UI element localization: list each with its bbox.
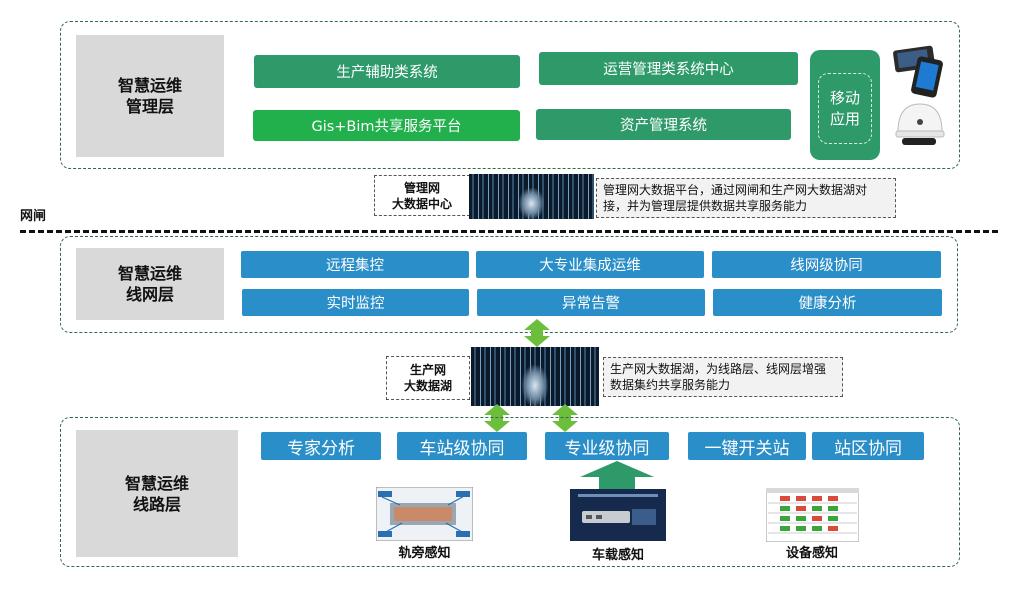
mobile-device-icon (893, 45, 943, 98)
prod-data-lake-note: 生产网大数据湖，为线路层、线网层增强数据集约共享服务能力 (603, 357, 843, 397)
production-aux-system-button[interactable]: 生产辅助类系统 (254, 55, 520, 88)
management-layer-title: 智慧运维 管理层 (76, 35, 224, 157)
mgmt-data-center-note: 管理网大数据平台，通过网闸和生产网大数据湖对接，并为管理层提供数据共享服务能力 (596, 178, 896, 218)
network-lake-double-arrow (524, 319, 550, 347)
network-coordination-button[interactable]: 线网级协同 (712, 251, 941, 278)
line-layer-panel (60, 417, 960, 567)
trackside-sensing-label: 轨旁感知 (398, 546, 451, 561)
mgmt-data-center-label: 管理网 大数据中心 (374, 175, 470, 216)
gateway-label: 网闸 (20, 209, 47, 224)
prod-data-lake-label: 生产网 大数据湖 (386, 356, 470, 400)
gateway-divider (20, 230, 998, 233)
specialty-coordination-button[interactable]: 专业级协同 (545, 432, 669, 460)
line-layer-title: 智慧运维 线路层 (76, 430, 238, 557)
onboard-up-arrow (580, 461, 654, 495)
asset-mgmt-system-button[interactable]: 资产管理系统 (536, 109, 791, 140)
integrated-maintenance-button[interactable]: 大专业集成运维 (476, 251, 704, 278)
operation-mgmt-center-button[interactable]: 运营管理类系统中心 (539, 52, 798, 85)
management-layer-panel (60, 21, 960, 169)
station-area-coordination-button[interactable]: 站区协同 (812, 432, 924, 460)
onboard-sensing-image (570, 489, 666, 541)
mgmt-data-center-image (469, 174, 594, 219)
equipment-sensing-image (766, 488, 859, 542)
gis-bim-platform-button[interactable]: Gis+Bim共享服务平台 (253, 110, 520, 141)
health-analysis-button[interactable]: 健康分析 (713, 289, 942, 316)
network-layer-title: 智慧运维 线网层 (76, 248, 224, 320)
one-key-station-button[interactable]: 一键开关站 (688, 432, 806, 460)
onboard-sensing-label: 车载感知 (591, 548, 644, 563)
trackside-sensing-image (376, 487, 473, 541)
realtime-monitor-button[interactable]: 实时监控 (242, 289, 469, 316)
abnormal-alarm-button[interactable]: 异常告警 (477, 289, 705, 316)
prod-data-lake-image (471, 347, 599, 406)
network-layer-panel (60, 236, 958, 333)
lake-line-double-arrow-right (552, 404, 578, 432)
station-coordination-button[interactable]: 车站级协同 (397, 432, 527, 460)
mobile-app-inner: 移动 应用 (818, 73, 872, 144)
lake-line-double-arrow-left (484, 404, 510, 432)
remote-control-button[interactable]: 远程集控 (241, 251, 469, 278)
equipment-sensing-label: 设备感知 (785, 546, 838, 561)
smart-helmet-icon (895, 103, 945, 145)
expert-analysis-button[interactable]: 专家分析 (261, 432, 381, 460)
